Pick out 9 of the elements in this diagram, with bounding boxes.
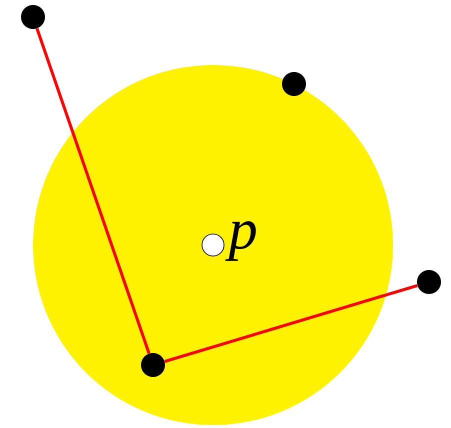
line — [164, 284, 418, 363]
point-dot — [21, 5, 45, 29]
point-dot — [141, 352, 165, 377]
center-dot — [202, 234, 224, 256]
point-dot — [282, 72, 306, 96]
point-label: p — [225, 221, 256, 261]
point-dot — [417, 270, 441, 294]
line — [36, 28, 150, 354]
disk — [33, 65, 393, 425]
